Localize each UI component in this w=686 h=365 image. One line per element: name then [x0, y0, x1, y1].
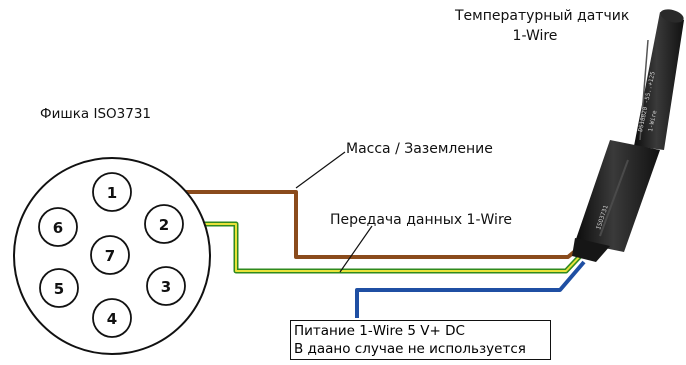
sensor-label-line2: 1-Wire	[512, 28, 558, 44]
pin-7-label: 7	[105, 247, 115, 265]
pin-4: 4	[92, 298, 132, 338]
temperature-sensor: DS18B20 -55..+125 1-Wire ISO3731	[572, 9, 684, 262]
data-wire-outer	[182, 221, 584, 274]
power-wire	[355, 260, 586, 318]
pin-2: 2	[144, 204, 184, 244]
pin-1-label: 1	[107, 184, 117, 202]
pin-6-label: 6	[53, 219, 63, 237]
pin-5-label: 5	[54, 280, 64, 298]
power-label-box: Питание 1-Wire 5 V+ DC В даано случае не…	[290, 320, 551, 360]
ground-wire	[126, 190, 582, 259]
pin-4-label: 4	[107, 310, 117, 328]
data-wire-inner	[182, 223, 583, 272]
pin-3-label: 3	[161, 278, 171, 296]
ground-pointer-line	[295, 151, 346, 189]
wires	[126, 190, 586, 318]
sensor-highlight-2	[599, 159, 629, 237]
ground-label: Масса / Заземление	[346, 141, 493, 157]
pin-2-label: 2	[159, 216, 169, 234]
sensor-probe-tube	[634, 12, 684, 150]
pin-6: 6	[38, 207, 78, 247]
plug-label: Фишка ISO3731	[40, 106, 151, 122]
power-label-line2: В даано случае не используется	[294, 341, 526, 357]
pin-3: 3	[146, 266, 186, 306]
sensor-highlight	[639, 39, 649, 141]
sensor-label: Температурный датчик 1-Wire	[455, 6, 630, 46]
data-pointer-line	[339, 225, 373, 273]
sensor-cable-end	[572, 238, 610, 262]
sensor-shrink-sleeve	[575, 140, 660, 252]
pin-5: 5	[39, 268, 79, 308]
pin-7: 7	[90, 235, 130, 275]
sensor-probe-tip	[660, 9, 684, 23]
data-label: Передача данных 1-Wire	[330, 212, 512, 228]
iso3731-plug: 1 2 3 4 5 6 7	[13, 157, 211, 355]
sensor-label-line1: Температурный датчик	[455, 8, 630, 24]
sensor-marking-2: 1-Wire	[647, 109, 658, 132]
pin-1: 1	[92, 172, 132, 212]
power-label-line1: Питание 1-Wire 5 V+ DC	[294, 323, 465, 339]
